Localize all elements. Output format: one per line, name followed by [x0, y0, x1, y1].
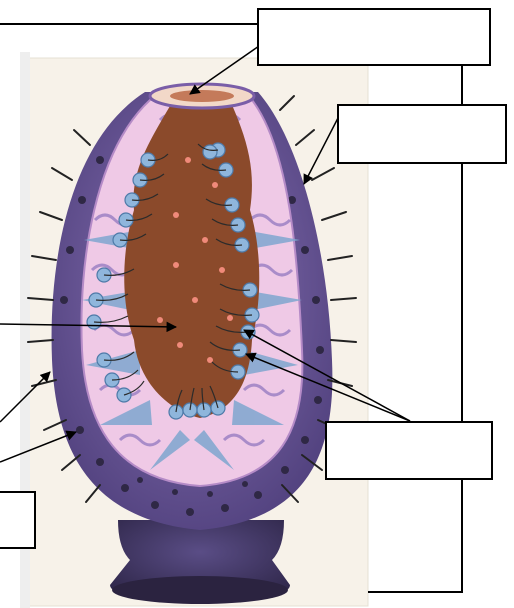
osculum-inner: [170, 90, 234, 102]
sponge-base-rim: [112, 576, 288, 604]
label-box-bottom-left[interactable]: [0, 491, 36, 549]
label-box-top[interactable]: [257, 8, 491, 66]
label-box-middle-right[interactable]: [325, 421, 493, 480]
label-box-right[interactable]: [337, 104, 507, 164]
